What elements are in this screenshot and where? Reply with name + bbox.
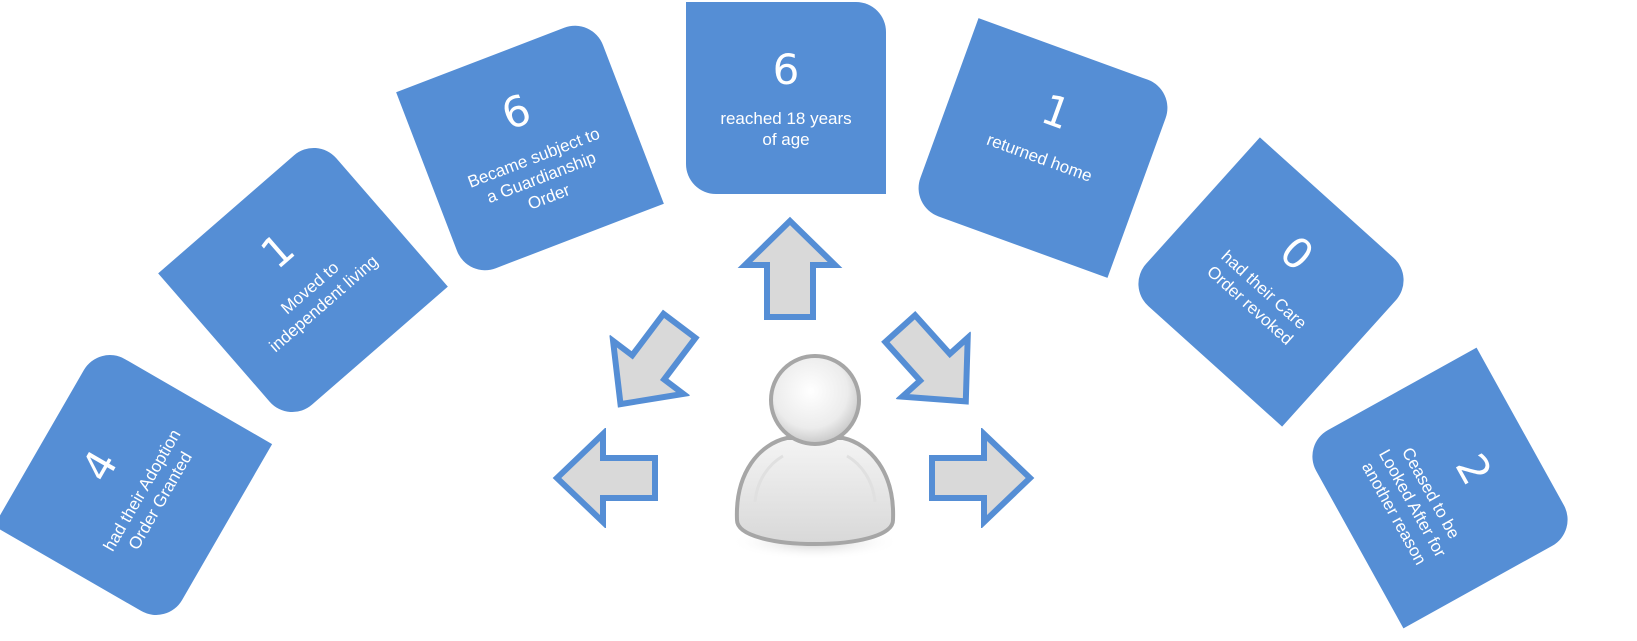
outcome-label: Became subject to a Guardianship Order bbox=[465, 123, 603, 214]
outcome-value: 6 bbox=[494, 84, 538, 140]
arrow-up-icon bbox=[737, 216, 843, 320]
outcome-value: 4 bbox=[71, 441, 128, 490]
outcome-value: 0 bbox=[1270, 226, 1324, 281]
outcome-label: had their Adoption Order Granted bbox=[99, 426, 196, 555]
outcome-card-adoption: 4 had their Adoption Order Granted bbox=[0, 344, 273, 626]
outcome-value: 6 bbox=[772, 45, 800, 94]
outcome-card-other-reason: 2 Ceased to be Looked After for another … bbox=[1301, 347, 1579, 629]
person-icon bbox=[730, 354, 900, 560]
arrow-right-icon bbox=[929, 428, 1035, 528]
outcome-label: reached 18 years of age bbox=[720, 109, 852, 149]
arrow-up-left-icon bbox=[609, 309, 700, 408]
outcome-card-reached-18: 6 reached 18 years of age bbox=[686, 2, 886, 194]
outcome-card-independent-living: 1 Moved to independent living bbox=[158, 135, 448, 425]
outcome-card-guardianship: 6 Became subject to a Guardianship Order bbox=[396, 17, 664, 279]
outcome-label: Ceased to be Looked After for another re… bbox=[1358, 444, 1464, 569]
arrow-up-right-icon bbox=[881, 310, 971, 405]
arrow-left-icon bbox=[552, 428, 658, 528]
outcome-value: 1 bbox=[251, 223, 304, 279]
outcome-card-care-order-revoked: 0 had their Care Order revoked bbox=[1126, 137, 1416, 427]
outcome-label: returned home bbox=[984, 130, 1095, 186]
outcome-value: 1 bbox=[1035, 84, 1078, 140]
outcome-value: 2 bbox=[1445, 445, 1502, 493]
outcome-card-returned-home: 1 returned home bbox=[910, 18, 1176, 278]
